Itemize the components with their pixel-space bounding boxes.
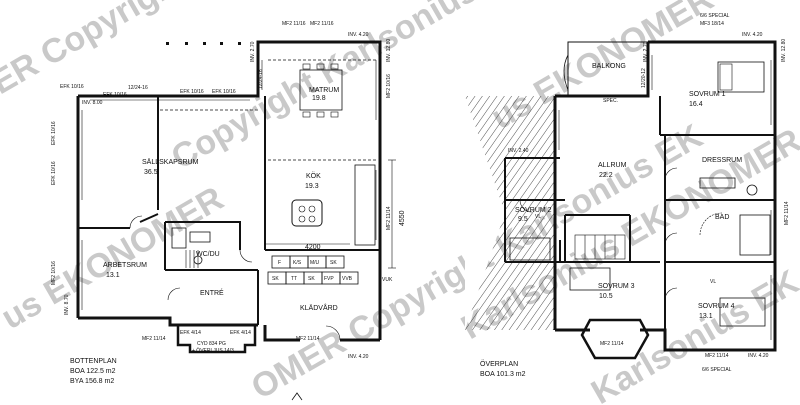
label-vuk: VUK [382,277,393,283]
room-label-sovrum-4: SOVRUM 4 [698,303,735,310]
label-inv: INV. 12.80 [781,39,787,62]
label-range: 12/24-16 [128,85,148,91]
label-efk: EFK 10/16 [60,84,84,90]
plan-title-ground: BOTTENPLAN [70,358,117,365]
label-efk: EFK 10/16 [51,121,57,145]
room-area-sovrum-2: 9.5 [518,216,528,223]
room-label-sallskapsrum: SÄLLSKAPSRUM [142,158,199,166]
room-label-balkong: BALKONG [592,63,626,70]
watermark-text: Copyright Karlsonius EKONOMER [165,0,665,177]
label-mf2: MF2 10/16 [386,74,392,98]
room-area-sovrum-1: 16.4 [689,101,703,108]
label-efk: EFK 4/14 [180,330,201,336]
room-area-sovrum-3: 10.5 [599,293,613,300]
plan-title-upper: ÖVERPLAN [480,360,518,368]
label-inv: INV. 8.00 [82,100,103,106]
room-label-matrum: MATRUM [309,87,339,94]
label-inv: INV. 2.40 [508,148,529,154]
label-spec: SPEC. [603,98,618,104]
label-inv: INV. 8.70 [64,294,70,315]
label-efk: EFK 10/16 [212,89,236,95]
label-inv: INV. 4.20 [348,32,369,38]
watermark-text: us EKONOMER [0,179,230,337]
dimension-4550: 4550 [399,210,406,226]
label-range: 12/20-12 [641,68,647,88]
kitchen-unit-label: SK [272,276,279,282]
label-mf2: MF2 11/14 [142,336,166,342]
label-mf2: MF2 11/14 [784,201,790,225]
label-inv: INV. 4.20 [748,353,769,359]
label-mf2: MF2 11/16 [310,21,334,27]
kitchen-unit-label: F [278,260,281,266]
label-mf2: MF2 11/14 [296,336,320,342]
kitchen-unit-label: TT [291,276,297,282]
ground-bya: BYA 156.8 m2 [70,378,114,385]
label-mf2: MF2 10/16 [51,261,57,285]
room-area-sovrum-4: 13.1 [699,313,713,320]
room-area-allrum: 22.2 [599,172,613,179]
label-inv: INV. 2.70 [643,41,649,62]
label-inv: INV. 2.70 [250,41,256,62]
label-efk: EFK 10/16 [51,161,57,185]
room-label-dressrum: DRESSRUM [702,157,742,164]
kitchen-unit-label: FVP [324,276,334,282]
label-vl: VL [535,214,541,220]
label-inv: INV. 4.20 [348,354,369,360]
label-mf2: MF2 11/14 [705,353,729,359]
label-range: 12/24-16 [258,69,264,89]
label-mf3: MF3 18/14 [700,21,724,27]
dimension-4200: 4200 [305,244,321,251]
watermark-text: ER Copyright [0,0,192,102]
label-special: 6/6 SPECIAL [702,367,732,373]
north-arrow-icon [291,392,303,401]
room-area-matrum: 19.8 [312,95,326,102]
label-door: + ÖVERLJUS 14/3 [192,347,234,354]
label-mf2: MF2 11/16 [282,21,306,27]
label-door: CYD 834 PG [197,341,226,347]
upper-floor-labels: BALKONG SOVRUM 1 16.4 ALLRUM 22.2 DRESSR… [480,13,790,378]
upper-floor-plan [465,40,777,360]
kitchen-unit-label: SK [330,260,337,266]
ground-floor-labels: MATRUM 19.8 SÄLLSKAPSRUM 36.5 KÖK 19.3 A… [51,21,406,385]
kitchen-unit-label: VVB [342,276,353,282]
room-label-sovrum-3: SOVRUM 3 [598,283,635,290]
room-label-sovrum-2: SOVRUM 2 [515,207,552,214]
label-inv: INV. 12.80 [386,39,392,62]
room-label-kladvard: KLÄDVÅRD [300,303,338,312]
ground-boa: BOA 122.5 m2 [70,368,116,375]
label-efk: EFK 10/16 [180,89,204,95]
label-special: 6/6 SPECIAL [700,13,730,19]
label-mf2: MF2 11/14 [386,206,392,230]
room-area-arbetsrum: 13.1 [106,272,120,279]
ground-floor-plan [76,40,396,354]
label-inv: INV. 4.20 [742,32,763,38]
upper-boa: BOA 101.3 m2 [480,371,526,378]
room-area-kok: 19.3 [305,183,319,190]
room-label-wc: WC/DU [196,251,220,258]
room-label-sovrum-1: SOVRUM 1 [689,91,726,98]
room-label-entre: ENTRÉ [200,288,224,297]
room-label-bad: BAD [715,214,729,221]
room-label-arbetsrum: ARBETSRUM [103,262,147,269]
room-label-allrum: ALLRUM [598,162,627,169]
kitchen-unit-label: SK [308,276,315,282]
label-efk: EFK 10/16 [103,92,127,98]
room-area-sallskapsrum: 36.5 [144,169,158,176]
kitchen-unit-label: K/S [293,260,302,266]
label-efk: EFK 4/14 [230,330,251,336]
room-label-kok: KÖK [306,172,321,180]
label-vl: VL [710,279,716,285]
kitchen-unit-label: M/U [310,260,320,266]
label-mf2: MF2 11/14 [600,341,624,347]
